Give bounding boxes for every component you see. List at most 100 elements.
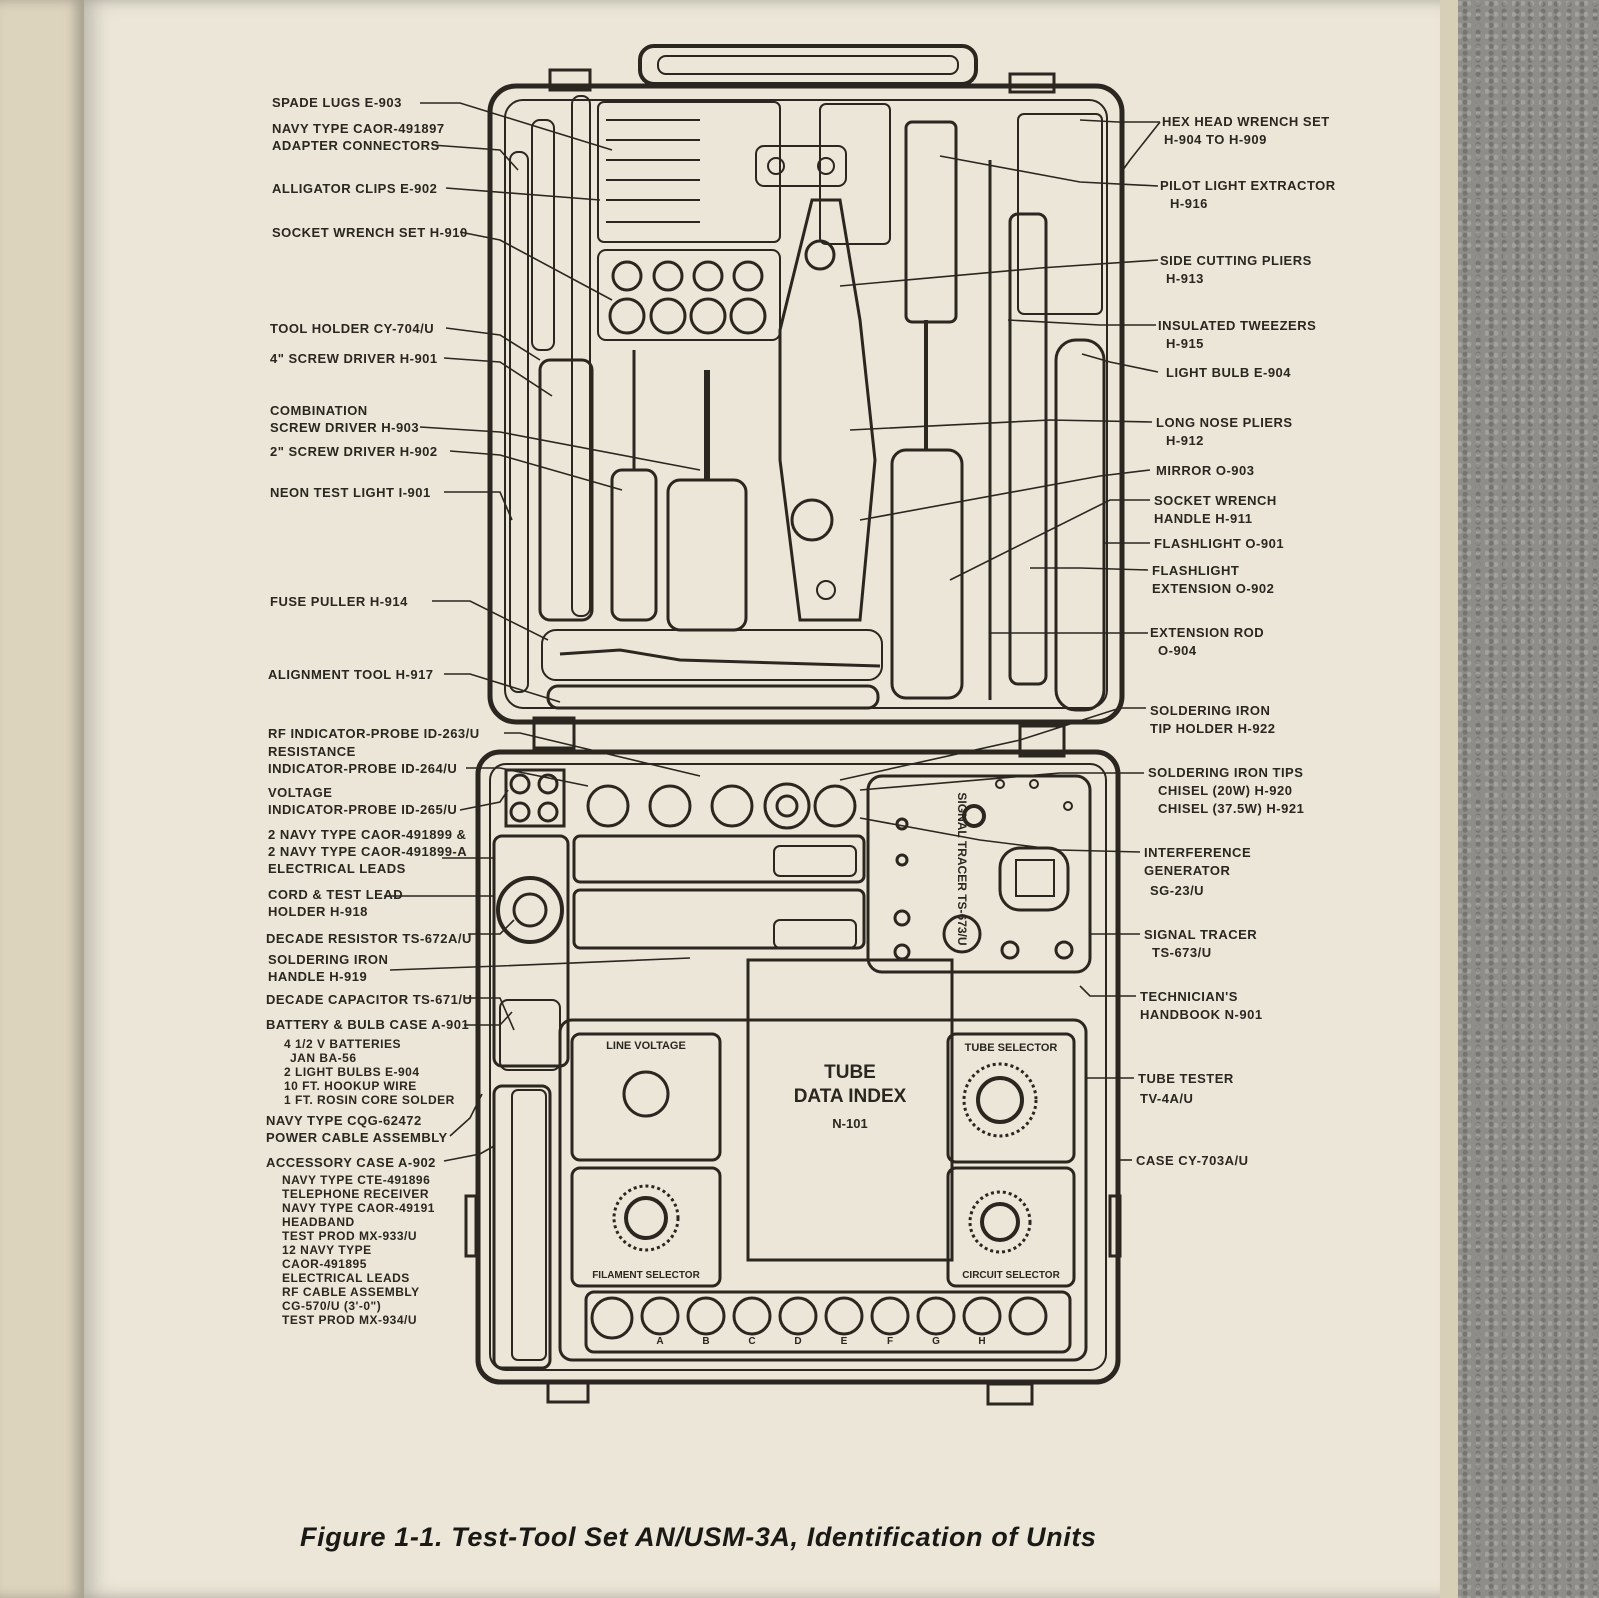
label-screw-driver-4: 4" SCREW DRIVER H-901 bbox=[270, 351, 438, 366]
upper-lid bbox=[487, 83, 1125, 725]
leader-lines bbox=[384, 102, 701, 1162]
label-battery-item: 2 LIGHT BULBS E-904 bbox=[284, 1065, 420, 1079]
label-alligator-clips: ALLIGATOR CLIPS E-902 bbox=[272, 181, 438, 196]
label-neon-test-light: NEON TEST LIGHT I-901 bbox=[270, 485, 431, 500]
hex-wrench-set bbox=[819, 103, 891, 245]
label-ext-rod-2: O-904 bbox=[1158, 643, 1197, 658]
label-accessory-item: CG-570/U (3'-0") bbox=[282, 1299, 382, 1313]
label-leads-1: 2 NAVY TYPE CAOR-491899 & bbox=[268, 827, 467, 842]
label-flash-ext-1: FLASHLIGHT bbox=[1152, 563, 1240, 578]
label-handbook-2: HANDBOOK N-901 bbox=[1140, 1007, 1263, 1022]
figure-caption: Figure 1-1. Test-Tool Set AN/USM-3A, Ide… bbox=[300, 1522, 1097, 1552]
tube-tester bbox=[558, 1018, 1088, 1362]
socket-tray bbox=[597, 249, 781, 341]
label-soldering-handle-2: HANDLE H-919 bbox=[268, 969, 368, 984]
label-socket-handle-1: SOCKET WRENCH bbox=[1154, 493, 1277, 508]
line-voltage-label: LINE VOLTAGE bbox=[606, 1040, 686, 1052]
label-accessory-item: ELECTRICAL LEADS bbox=[282, 1271, 410, 1285]
label-screw-driver-2: 2" SCREW DRIVER H-902 bbox=[270, 444, 438, 459]
label-accessory-item: CAOR-491895 bbox=[282, 1257, 367, 1271]
switch-letter: B bbox=[702, 1336, 710, 1347]
label-interference-2: GENERATOR bbox=[1144, 863, 1231, 878]
tube-selector-knob bbox=[962, 1062, 1038, 1138]
label-cord-holder-2: HOLDER H-918 bbox=[268, 904, 368, 919]
tube-selector-label: TUBE SELECTOR bbox=[964, 1042, 1058, 1054]
label-voltage-1: VOLTAGE bbox=[268, 785, 333, 800]
label-mirror: MIRROR O-903 bbox=[1156, 463, 1255, 478]
label-case: CASE CY-703A/U bbox=[1136, 1153, 1249, 1168]
label-accessory-item: NAVY TYPE CTE-491896 bbox=[282, 1173, 431, 1187]
label-battery-item: 1 FT. ROSIN CORE SOLDER bbox=[284, 1093, 455, 1107]
socket-wrench-handle bbox=[890, 448, 964, 700]
label-power-cable-1: NAVY TYPE CQG-62472 bbox=[266, 1113, 422, 1128]
label-tips-1: SOLDERING IRON TIPS bbox=[1148, 765, 1304, 780]
label-socket-wrench-set: SOCKET WRENCH SET H-910 bbox=[272, 225, 468, 240]
label-battery-item: JAN BA-56 bbox=[290, 1051, 357, 1065]
circuit-selector-knob bbox=[968, 1190, 1032, 1254]
label-accessory-item: NAVY TYPE CAOR-49191 bbox=[282, 1201, 435, 1215]
label-tips-3: CHISEL (37.5W) H-921 bbox=[1158, 801, 1305, 816]
label-flashlight: FLASHLIGHT O-901 bbox=[1154, 536, 1285, 551]
circuit-selector-label: CIRCUIT SELECTOR bbox=[962, 1270, 1060, 1281]
label-accessory-item: TEST PROD MX-933/U bbox=[282, 1229, 418, 1243]
flashlight-extension bbox=[1008, 212, 1048, 686]
label-fuse-puller: FUSE PULLER H-914 bbox=[270, 594, 408, 609]
label-side-pliers-1: SIDE CUTTING PLIERS bbox=[1160, 253, 1312, 268]
line-voltage-knob bbox=[622, 1070, 670, 1118]
label-flash-ext-2: EXTENSION O-902 bbox=[1152, 581, 1275, 596]
label-hex-wrench-2: H-904 TO H-909 bbox=[1164, 132, 1267, 147]
label-pilot-light-1: PILOT LIGHT EXTRACTOR bbox=[1160, 178, 1336, 193]
screwdriver-4 bbox=[538, 358, 594, 622]
label-interference-3: SG-23/U bbox=[1150, 883, 1205, 898]
label-tool-holder: TOOL HOLDER CY-704/U bbox=[270, 321, 435, 336]
screwdriver-2 bbox=[610, 468, 658, 622]
flashlight bbox=[1054, 338, 1106, 712]
label-accessory-item: HEADBAND bbox=[282, 1215, 355, 1229]
label-leads-3: ELECTRICAL LEADS bbox=[268, 861, 406, 876]
label-accessory-item: TEST PROD MX-934/U bbox=[282, 1313, 418, 1327]
label-pilot-light-2: H-916 bbox=[1170, 196, 1208, 211]
label-tube-tester-2: TV-4A/U bbox=[1140, 1091, 1194, 1106]
label-adapter-connectors-2: ADAPTER CONNECTORS bbox=[272, 138, 440, 153]
label-signal-tracer-1: SIGNAL TRACER bbox=[1144, 927, 1258, 942]
label-accessory-case: ACCESSORY CASE A-902 bbox=[266, 1155, 436, 1170]
label-adapter-connectors-1: NAVY TYPE CAOR-491897 bbox=[272, 121, 445, 136]
interference-generator bbox=[998, 846, 1070, 912]
switch-letter: D bbox=[794, 1336, 802, 1347]
label-resistance-1: RESISTANCE bbox=[268, 744, 356, 759]
accessory-case bbox=[492, 1084, 552, 1370]
filament-selector-knob bbox=[612, 1184, 680, 1252]
signal-tracer bbox=[866, 774, 1092, 974]
label-power-cable-2: POWER CABLE ASSEMBLY bbox=[266, 1130, 448, 1145]
label-socket-handle-2: HANDLE H-911 bbox=[1154, 511, 1253, 526]
label-battery-item: 10 FT. HOOKUP WIRE bbox=[284, 1079, 417, 1093]
label-decade-capacitor: DECADE CAPACITOR TS-671/U bbox=[266, 992, 473, 1007]
label-rf-probe: RF INDICATOR-PROBE ID-263/U bbox=[268, 726, 480, 741]
label-tweezers-2: H-915 bbox=[1166, 336, 1204, 351]
battery-case bbox=[499, 999, 561, 1071]
label-cord-holder-1: CORD & TEST LEAD bbox=[268, 887, 404, 902]
label-resistance-2: INDICATOR-PROBE ID-264/U bbox=[268, 761, 458, 776]
label-voltage-2: INDICATOR-PROBE ID-265/U bbox=[268, 802, 458, 817]
label-tip-holder-2: TIP HOLDER H-922 bbox=[1150, 721, 1276, 736]
lower-case bbox=[475, 749, 1121, 1385]
facing-page bbox=[0, 0, 84, 1598]
label-tip-holder-1: SOLDERING IRON bbox=[1150, 703, 1271, 718]
label-battery-case: BATTERY & BULB CASE A-901 bbox=[266, 1017, 470, 1032]
combination-screwdriver bbox=[666, 478, 748, 632]
label-long-nose-2: H-912 bbox=[1166, 433, 1204, 448]
manual-page bbox=[84, 0, 1454, 1598]
page-edge bbox=[1440, 0, 1458, 1598]
label-signal-tracer-2: TS-673/U bbox=[1152, 945, 1212, 960]
decade-capacitor bbox=[572, 888, 866, 950]
switch-letter: E bbox=[840, 1336, 848, 1347]
label-tube-tester-1: TUBE TESTER bbox=[1138, 1071, 1234, 1086]
label-accessory-item: RF CABLE ASSEMBLY bbox=[282, 1285, 420, 1299]
label-handbook-1: TECHNICIAN'S bbox=[1140, 989, 1238, 1004]
label-interference-1: INTERFERENCE bbox=[1144, 845, 1252, 860]
decade-resistor bbox=[572, 834, 866, 884]
switch-letter: G bbox=[932, 1336, 940, 1347]
switch-row bbox=[584, 1290, 1072, 1354]
switch-letter: H bbox=[978, 1336, 986, 1347]
